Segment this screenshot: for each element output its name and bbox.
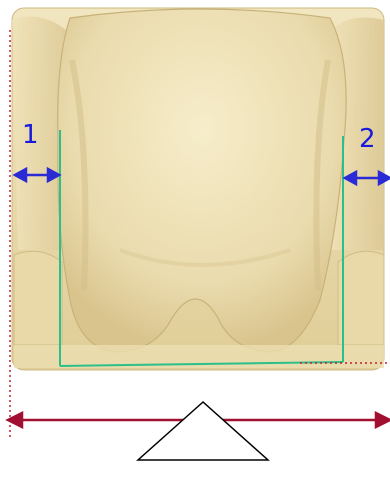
torso-body	[58, 9, 346, 352]
triangle-fulcrum-icon	[138, 402, 268, 460]
right-ledge	[338, 251, 384, 345]
left-ledge	[14, 251, 62, 345]
gap-label-2: 2	[359, 126, 376, 152]
gap-label-1: 1	[22, 122, 39, 148]
